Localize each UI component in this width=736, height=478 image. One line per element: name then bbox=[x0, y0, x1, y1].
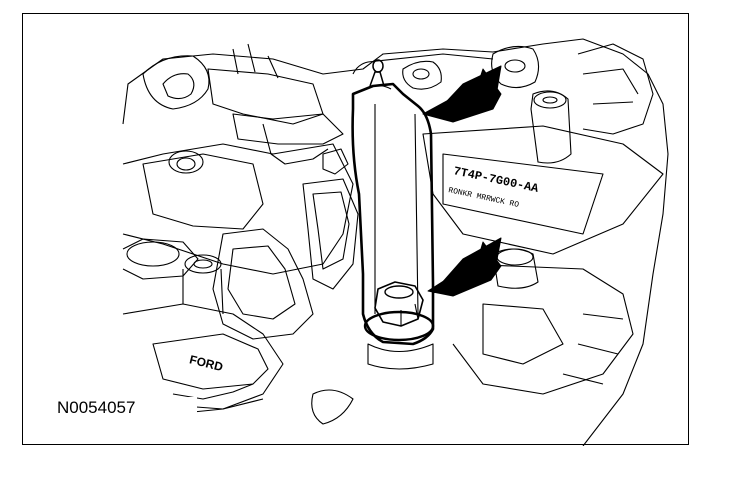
upper-edge-right bbox=[352, 53, 494, 75]
brand-plate bbox=[152, 333, 269, 390]
retaining-nut bbox=[374, 281, 424, 327]
right-housing-lines bbox=[582, 68, 639, 105]
brand-plate-text: FORD bbox=[188, 352, 225, 374]
column-right-top bbox=[533, 91, 567, 109]
bolt-boss-3-hole bbox=[412, 68, 430, 80]
nut-boss bbox=[367, 343, 434, 370]
bolt-boss-4-hole bbox=[504, 59, 526, 73]
cylinder-left bbox=[122, 238, 199, 280]
right-housing bbox=[577, 43, 654, 135]
bracket-stud-collar bbox=[365, 84, 392, 90]
connector-housing bbox=[302, 178, 359, 290]
lower-right-pocket bbox=[482, 303, 564, 365]
bolt-boss-5 bbox=[492, 248, 539, 289]
nut-washer bbox=[363, 310, 435, 342]
bolt-boss-2 bbox=[184, 254, 222, 274]
bolt-boss-1-hole bbox=[176, 157, 196, 171]
retaining-bracket-outline bbox=[351, 82, 435, 346]
housing-boss-left-inner bbox=[162, 73, 195, 100]
bolt-boss-2-hole bbox=[193, 259, 213, 269]
connector-inner bbox=[312, 191, 350, 270]
lower-right-ribs bbox=[562, 313, 624, 385]
housing-boss-left bbox=[142, 55, 210, 110]
solenoid-tip bbox=[322, 148, 349, 175]
valve-body-pocket bbox=[142, 153, 264, 230]
housing-bracket bbox=[207, 68, 324, 125]
valve-body-face bbox=[122, 143, 354, 275]
housing-outline bbox=[122, 38, 669, 446]
lower-block bbox=[212, 228, 314, 340]
boss-2-walls bbox=[182, 268, 224, 315]
pointer-arrow-upper bbox=[422, 65, 502, 123]
cylinder-left-top bbox=[126, 241, 180, 267]
solenoid-edge bbox=[262, 123, 329, 165]
bracket-stud-tip bbox=[372, 59, 384, 73]
transmission-illustration: FORD 7T4P-7G00-AA RONKR MRRWCK RO bbox=[122, 38, 669, 446]
retaining-nut-top bbox=[384, 285, 414, 299]
figure-frame: FORD 7T4P-7G00-AA RONKR MRRWCK RO bbox=[22, 13, 689, 446]
lower-block-inner bbox=[227, 245, 296, 320]
column-right-hole bbox=[542, 96, 558, 104]
bracket-inner-lines bbox=[374, 104, 419, 315]
bolt-boss-1 bbox=[168, 150, 204, 174]
pan-boss bbox=[311, 389, 354, 425]
figure-id-label: N0054057 bbox=[57, 397, 197, 419]
pointer-arrow-lower bbox=[427, 237, 502, 297]
housing-lines-top bbox=[232, 43, 279, 79]
bolt-boss-3 bbox=[402, 60, 442, 90]
label-surface bbox=[422, 125, 664, 255]
solenoid-body bbox=[232, 113, 344, 145]
label-panel bbox=[442, 153, 604, 235]
column-right bbox=[530, 90, 572, 164]
bolt-boss-5-top bbox=[496, 248, 534, 266]
